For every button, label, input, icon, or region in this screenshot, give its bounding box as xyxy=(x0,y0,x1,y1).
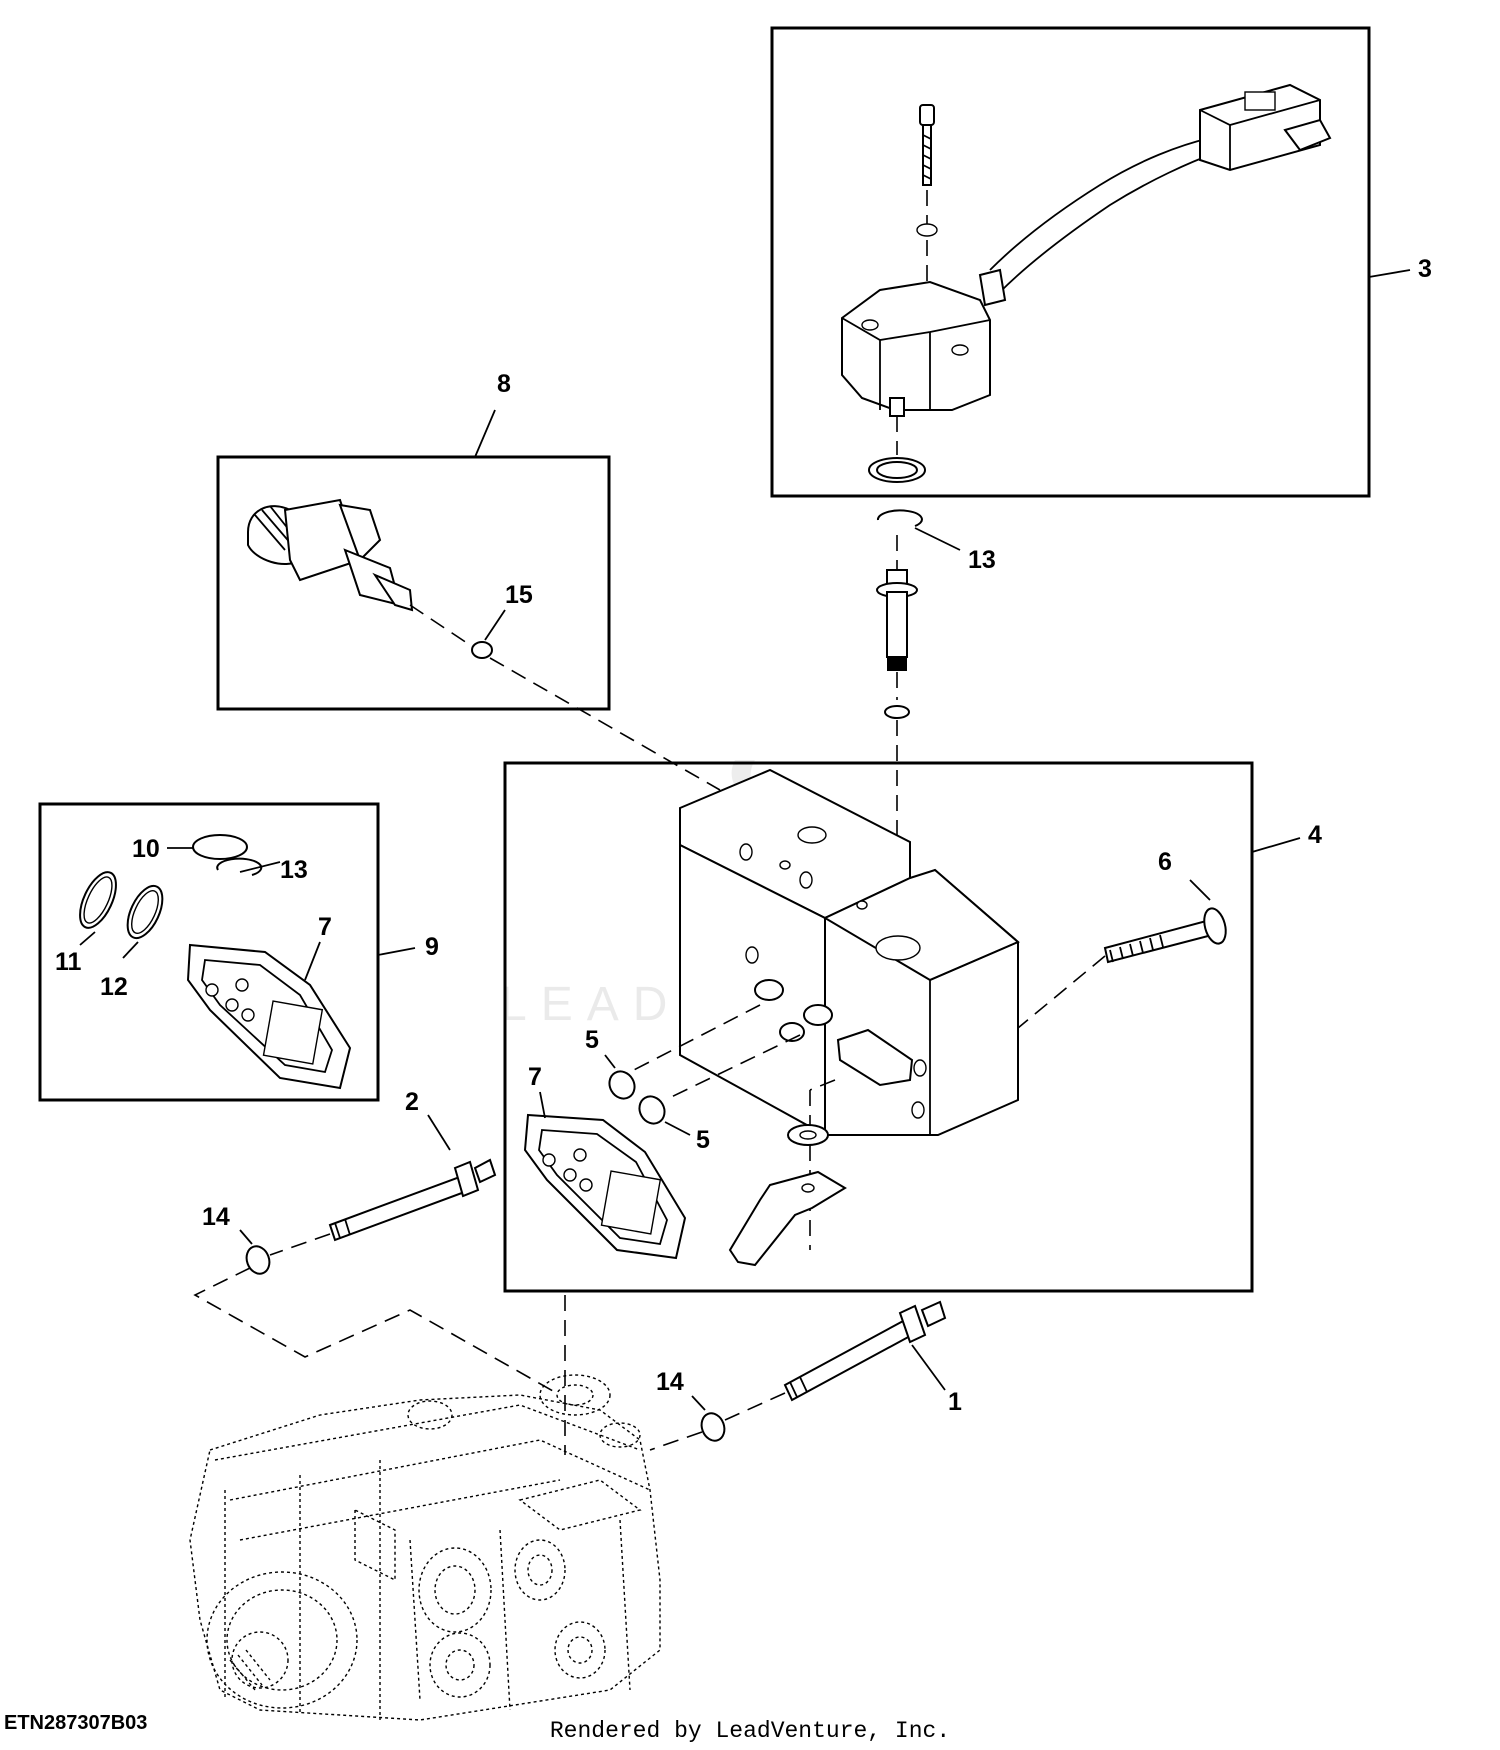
box-part-4 xyxy=(503,761,1254,1293)
solenoid-valve xyxy=(247,498,493,659)
callout-2: 2 xyxy=(405,1088,419,1116)
leader-9 xyxy=(377,947,416,956)
callout-5-upper: 5 xyxy=(585,1026,599,1054)
stud-1: 1 14 xyxy=(649,1300,962,1451)
snap-ring-and-shaft xyxy=(876,509,961,960)
cap-screw-6: 6 xyxy=(1017,848,1227,1029)
render-credit: Rendered by LeadVenture, Inc. xyxy=(549,1718,951,1744)
callout-4: 4 xyxy=(1308,821,1322,849)
control-valve-block xyxy=(679,768,1020,1137)
callout-14-right: 14 xyxy=(656,1368,684,1396)
figure-code: ETN287307B03 xyxy=(4,1712,148,1734)
callout-14-left: 14 xyxy=(202,1203,230,1231)
callout-15: 15 xyxy=(505,581,533,609)
callout-1: 1 xyxy=(948,1388,962,1416)
callout-8: 8 xyxy=(497,370,511,398)
leader-8 xyxy=(474,409,496,458)
washer-and-lever xyxy=(728,1079,847,1267)
seal-kit: 10 13 11 12 7 xyxy=(55,834,352,1090)
callout-5-lower: 5 xyxy=(696,1126,710,1154)
leader-4 xyxy=(1251,837,1301,853)
position-sensor-assembly xyxy=(841,83,1332,483)
callout-11: 11 xyxy=(55,948,82,976)
callout-13-top: 13 xyxy=(968,546,996,574)
callout-9: 9 xyxy=(425,933,439,961)
box-part-3 xyxy=(770,26,1371,498)
callout-12: 12 xyxy=(100,973,128,1001)
callout-10: 10 xyxy=(132,835,160,863)
box-part-9 xyxy=(38,802,380,1102)
callout-7: 7 xyxy=(528,1063,542,1091)
callout-3: 3 xyxy=(1418,255,1432,283)
callout-6: 6 xyxy=(1158,848,1172,876)
callout-13-kit: 13 xyxy=(280,856,308,884)
leader-3 xyxy=(1368,269,1411,278)
hydraulic-pump-phantom xyxy=(189,1374,661,1721)
plugs: 5 5 xyxy=(585,1004,801,1154)
gasket: 7 xyxy=(523,1063,687,1260)
callout-7-kit: 7 xyxy=(318,913,332,941)
stud-2: 2 14 xyxy=(202,1088,497,1275)
box-part-8 xyxy=(216,455,611,711)
